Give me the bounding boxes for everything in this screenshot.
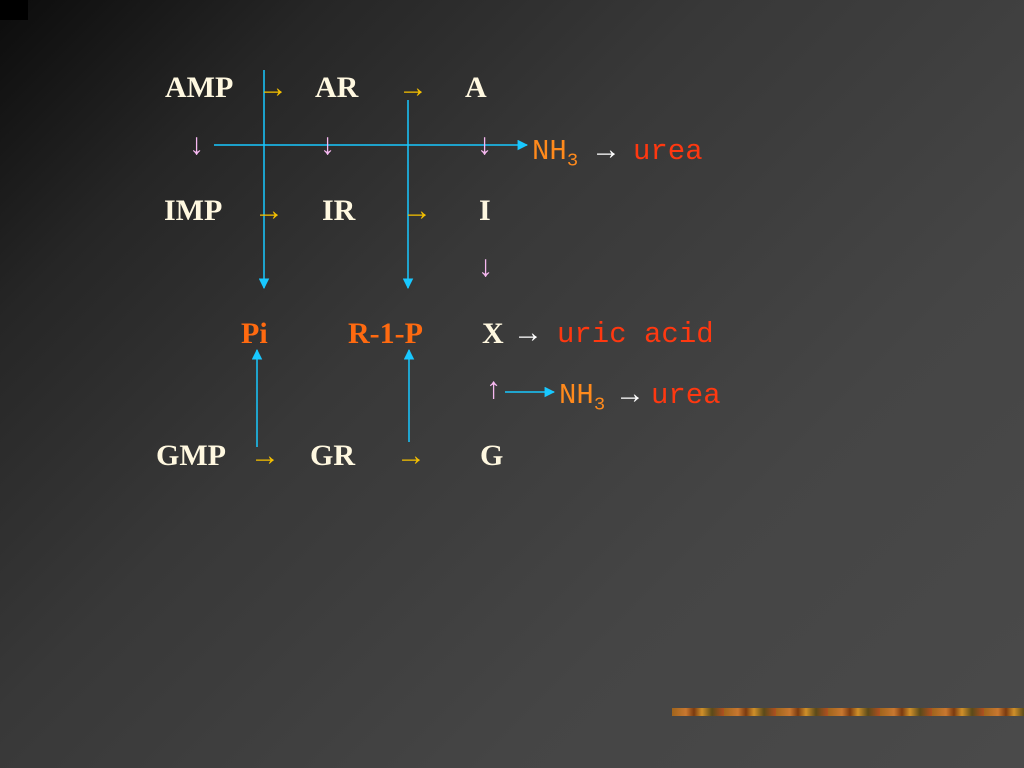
arrow-ir-i: → [402, 194, 432, 227]
urea-bottom: urea [651, 379, 721, 412]
arrow-i-x: ↓ [478, 250, 493, 283]
corner-mark [0, 0, 28, 20]
node-gmp: GMP [156, 439, 226, 472]
nh3-top: NH3 [532, 135, 579, 172]
arrow-x-uric-acid: → [513, 316, 543, 349]
node-r1p: R-1-P [348, 317, 423, 350]
node-g: G [480, 439, 504, 472]
node-x: X [482, 317, 504, 350]
nh3-bottom: NH3 [559, 379, 606, 416]
arrow-ar-a: → [398, 71, 428, 104]
arrow-imp-ir: → [254, 194, 284, 227]
node-i: I [479, 194, 491, 227]
node-ar: AR [315, 71, 359, 104]
node-gr: GR [310, 439, 355, 472]
arrow-g-x: ↑ [486, 372, 501, 405]
urea-top: urea [633, 135, 703, 168]
node-imp: IMP [164, 194, 223, 227]
arrow-ar-ir: ↓ [320, 128, 335, 161]
arrow-nh3-urea-top: → [591, 133, 621, 166]
arrow-amp-imp: ↓ [189, 128, 204, 161]
arrow-a-i: ↓ [477, 128, 492, 161]
uric-acid: uric acid [557, 318, 714, 351]
node-amp: AMP [165, 71, 234, 104]
node-pi: Pi [241, 317, 268, 350]
arrow-nh3-urea-bottom: → [615, 377, 645, 410]
node-a: A [465, 71, 487, 104]
arrow-gmp-gr: → [250, 439, 280, 472]
arrow-amp-ar: → [258, 71, 288, 104]
arrow-gr-g: → [396, 439, 426, 472]
decorative-strip [672, 708, 1024, 716]
node-ir: IR [322, 194, 356, 227]
